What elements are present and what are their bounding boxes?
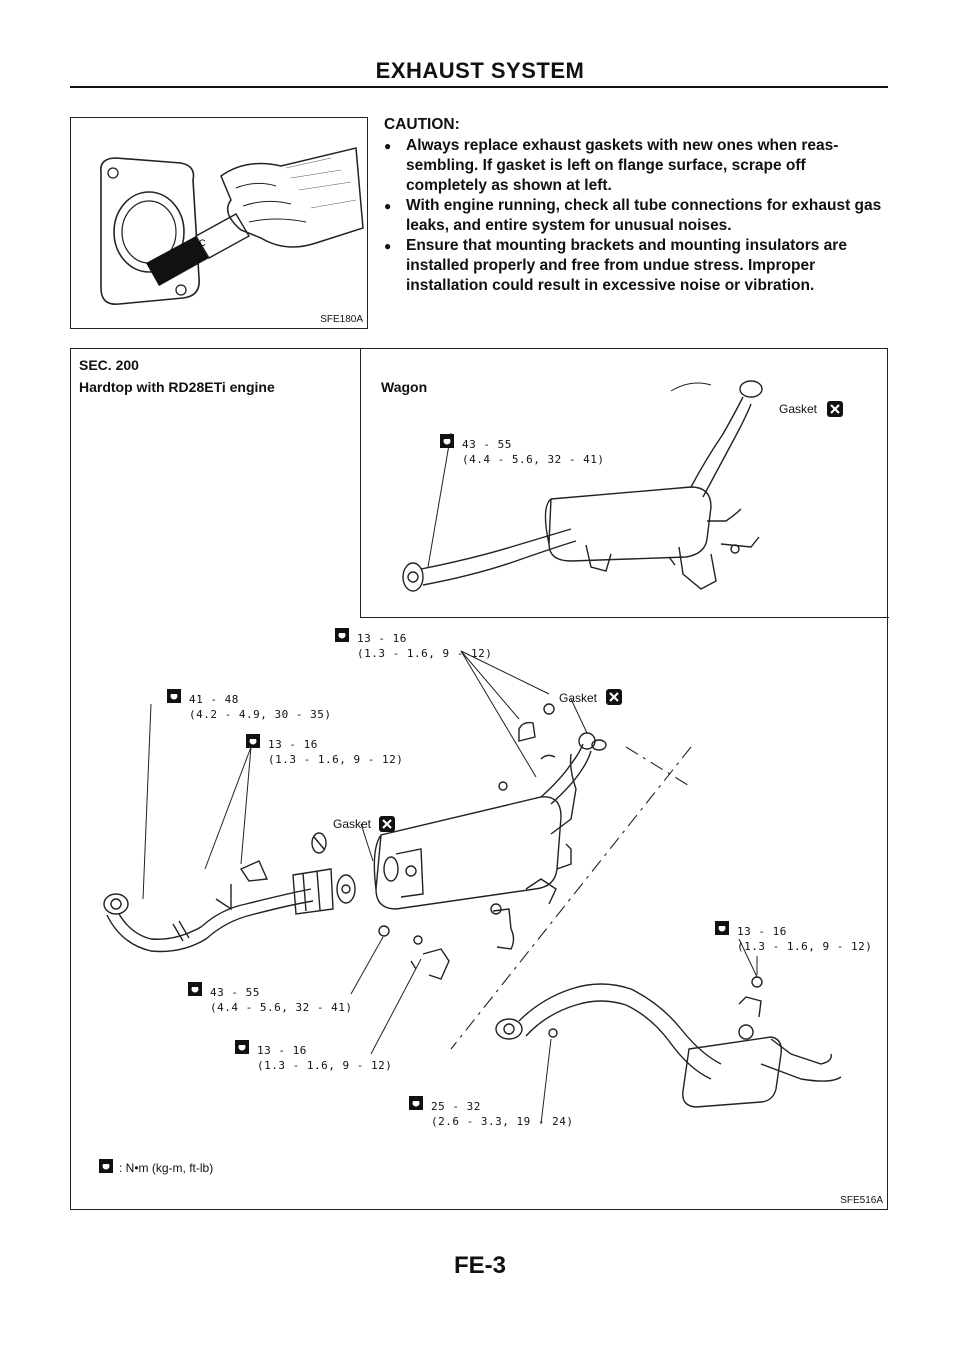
torque-spec-center-flange: 43 - 55 (4.4 - 5.6, 32 - 41) xyxy=(188,982,352,1015)
torque-spec-bracket: 13 - 16 (1.3 - 1.6, 9 - 12) xyxy=(246,734,403,767)
page-number: FE-3 xyxy=(453,1252,506,1279)
torque-legend: : N•m (kg-m, ft-lb) xyxy=(119,1161,214,1175)
gasket-label: Gasket xyxy=(559,691,598,705)
wagon-label: Wagon xyxy=(381,379,428,395)
torque-wrench-icon xyxy=(335,628,349,642)
caution-item: With engine running, check all tube conn… xyxy=(384,196,890,236)
torque-spec-tail-flange: 25 - 32 (2.6 - 3.3, 19 - 24) xyxy=(409,1096,573,1129)
torque-wrench-icon xyxy=(246,734,260,748)
torque-wrench-icon xyxy=(99,1159,113,1173)
exhaust-system-figure: SEC. 200 Hardtop with RD28ETi engine Wag… xyxy=(70,348,889,1210)
hardtop-label: Hardtop with RD28ETi engine xyxy=(79,379,275,395)
page-title: EXHAUST SYSTEM xyxy=(375,58,585,83)
section-label: SEC. 200 xyxy=(79,357,139,373)
gasket-scraping-figure: C SFE180A xyxy=(70,117,368,329)
figure-code: SFE180A xyxy=(320,314,363,325)
torque-wrench-icon xyxy=(235,1040,249,1054)
gasket-label: Gasket xyxy=(333,817,372,831)
torque-spec-wagon: 43 - 55 (4.4 - 5.6, 32 - 41) xyxy=(440,434,604,467)
caution-title: CAUTION: xyxy=(384,116,460,133)
caution-item: Always replace exhaust gaskets with new … xyxy=(384,136,890,196)
replace-part-icon xyxy=(379,816,395,832)
torque-wrench-icon xyxy=(440,434,454,448)
caution-item: Ensure that mounting brackets and mounti… xyxy=(384,236,890,296)
exhaust-diagram xyxy=(103,380,842,1125)
gasket-scraping-illustration: C xyxy=(99,147,364,305)
torque-spec-rear-hanger: 13 - 16 (1.3 - 1.6, 9 - 12) xyxy=(715,921,872,954)
torque-wrench-icon xyxy=(715,921,729,935)
wagon-inset-box xyxy=(360,348,889,618)
torque-wrench-icon xyxy=(409,1096,423,1110)
caution-section: CAUTION: Always replace exhaust gaskets … xyxy=(384,115,890,296)
replace-part-icon xyxy=(827,401,843,417)
gasket-label: Gasket xyxy=(779,402,818,416)
svg-text:C: C xyxy=(199,238,206,248)
torque-wrench-icon xyxy=(167,689,181,703)
torque-spec-center-hanger: 13 - 16 (1.3 - 1.6, 9 - 12) xyxy=(235,1040,392,1073)
replace-part-icon xyxy=(606,689,622,705)
torque-spec-front-pipe: 41 - 48 (4.2 - 4.9, 30 - 35) xyxy=(167,689,331,722)
caution-list: Always replace exhaust gaskets with new … xyxy=(384,136,890,296)
figure-code: SFE516A xyxy=(840,1195,883,1206)
torque-wrench-icon xyxy=(188,982,202,996)
torque-spec-upper: 13 - 16 (1.3 - 1.6, 9 - 12) xyxy=(335,628,492,661)
header-divider xyxy=(70,86,888,88)
